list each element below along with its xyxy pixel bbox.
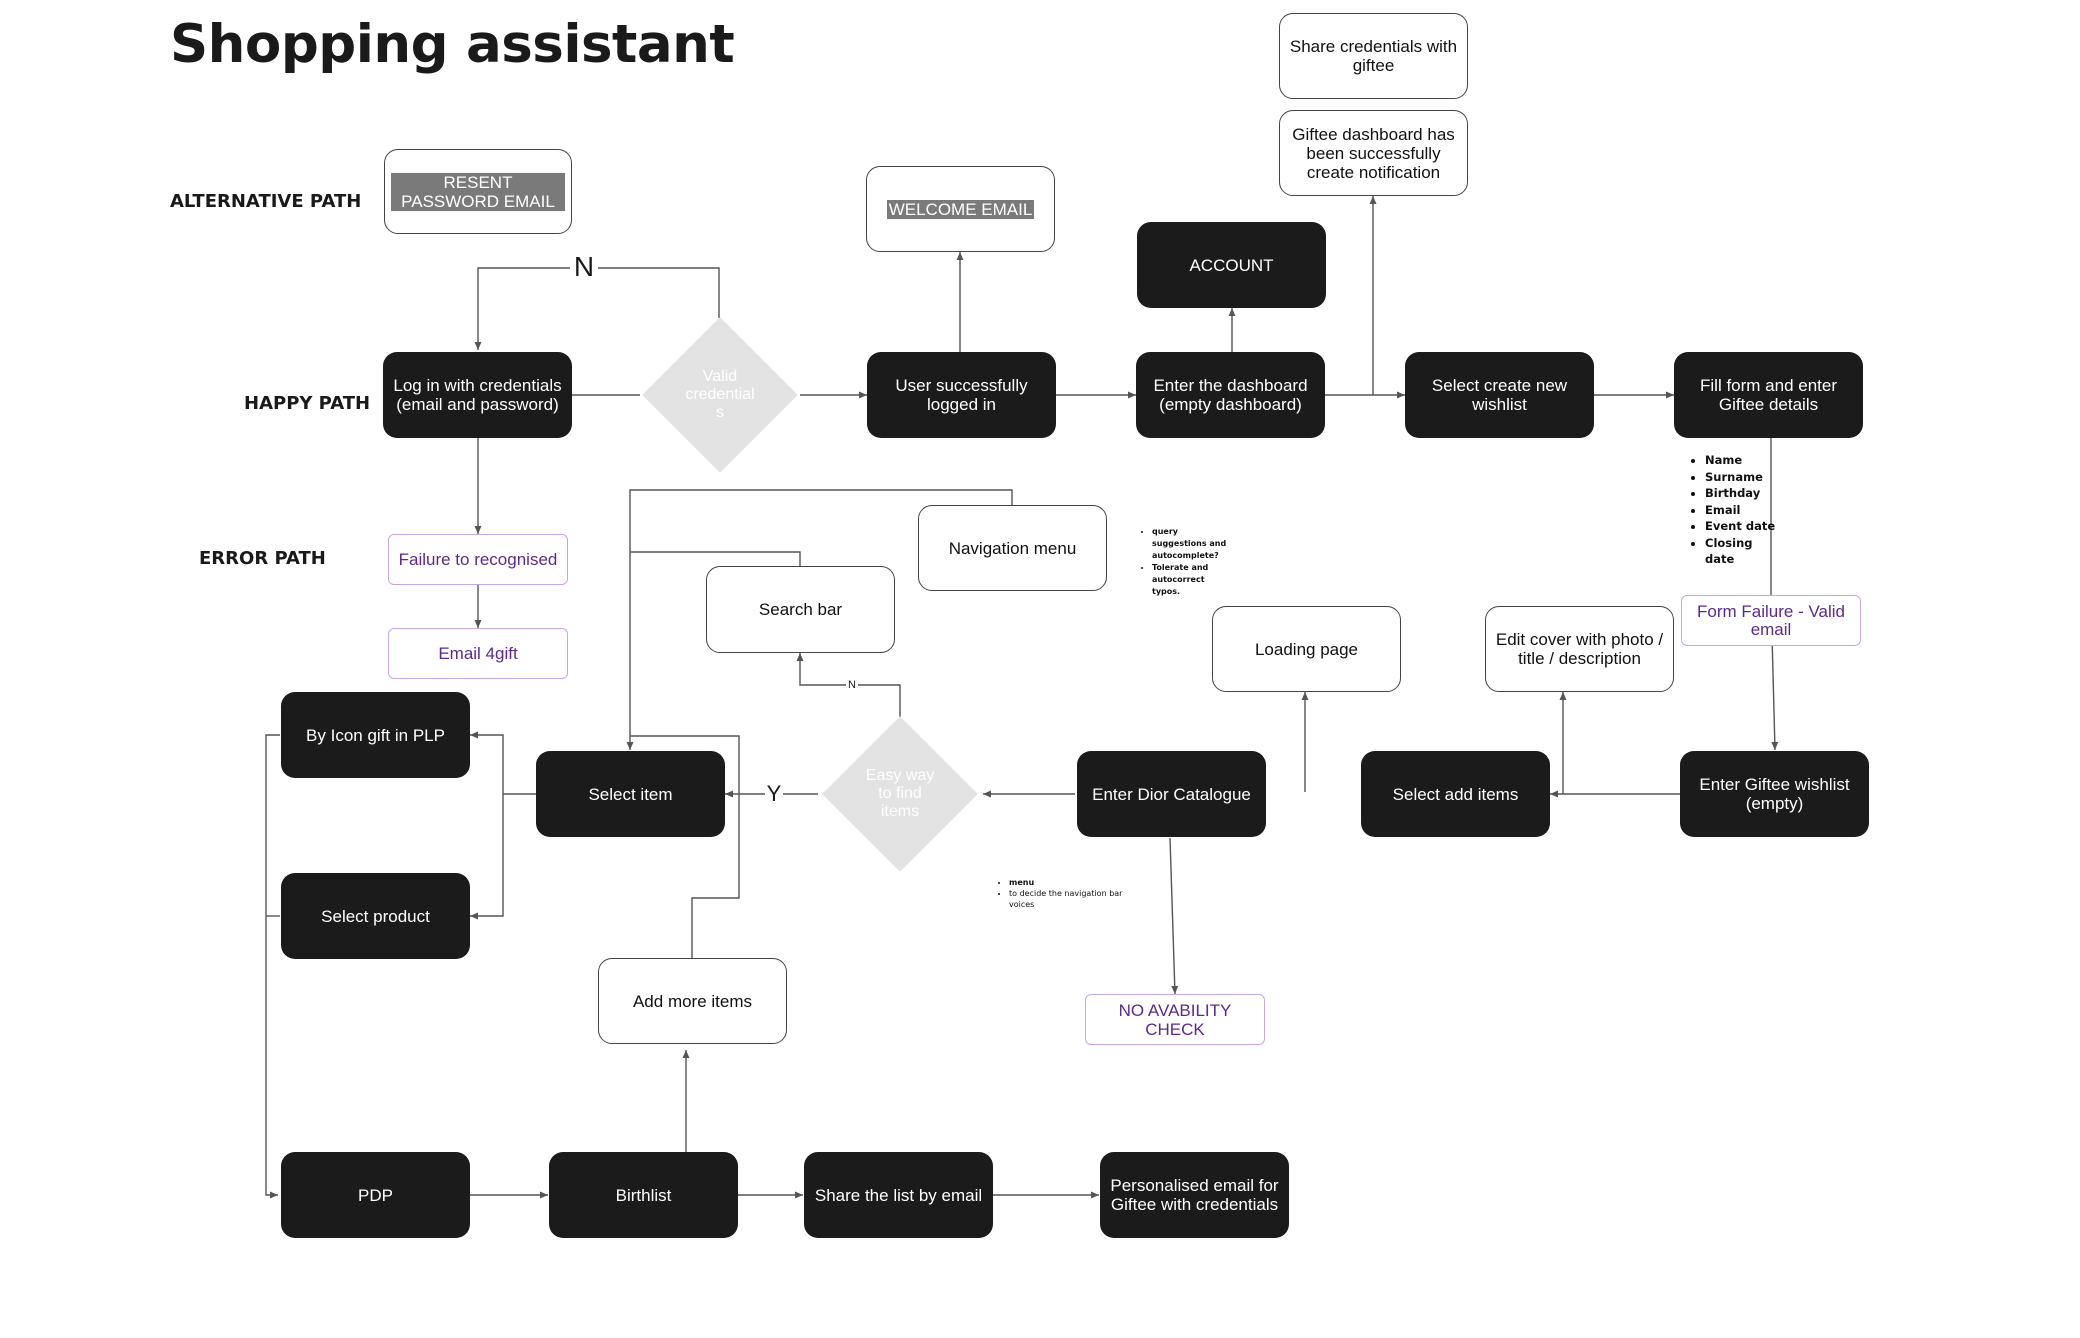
edge-add-more-to-select-item [630,735,740,958]
note-item: menu [1009,877,1139,888]
edge-label-n-top: N [570,251,598,283]
node-label: Enter Dior Catalogue [1092,784,1251,804]
node-label: RESENT PASSWORD EMAIL [391,172,565,211]
node-easy-way-label: Easy way to find items [865,767,935,820]
node-enter-dior-catalogue[interactable]: Enter Dior Catalogue [1077,751,1266,837]
edge-search-to-select-item [630,551,801,566]
note-item: query suggestions and autocomplete? [1152,526,1232,562]
node-label: Navigation menu [948,538,1077,558]
lane-label-alternative: ALTERNATIVE PATH [170,191,362,212]
node-label: Enter Giftee wishlist (empty) [1699,775,1850,813]
node-select-item[interactable]: Select item [536,751,725,837]
edge-by-icon-spine [265,734,280,1199]
node-birthlist[interactable]: Birthlist [549,1152,738,1238]
note-item: Event date [1705,518,1785,535]
form-fields-notes: Name Surname Birthday Email Event date C… [1693,452,1785,568]
note-item: Birthday [1705,485,1785,502]
node-fill-form[interactable]: Fill form and enter Giftee details [1674,352,1863,438]
edge-label-y: Y [765,781,783,807]
node-label: Birthlist [615,1185,672,1205]
node-log-in[interactable]: Log in with credentials (email and passw… [383,352,572,438]
node-label: Form Failure - Valid email [1697,601,1845,639]
node-form-failure[interactable]: Form Failure - Valid email [1681,595,1861,646]
node-label: NO AVABILITY CHECK [1118,1000,1232,1039]
note-item: Name [1705,452,1785,469]
node-label: Enter the dashboard (empty dashboard) [1153,376,1308,414]
edge-diamond-no-loop [474,267,720,350]
node-share-list-email[interactable]: Share the list by email [804,1152,993,1238]
node-loading-page[interactable]: Loading page [1212,606,1401,692]
node-label: WELCOME EMAIL [886,199,1035,219]
node-pdp[interactable]: PDP [281,1152,470,1238]
lane-label-error: ERROR PATH [199,548,326,569]
note-item: Tolerate and autocorrect typos. [1152,562,1232,598]
node-label: Edit cover with photo / title / descript… [1495,630,1664,668]
edge-to-by-icon [470,731,504,794]
node-welcome-email[interactable]: WELCOME EMAIL [866,166,1055,252]
edge-label-n-small: N [846,679,858,692]
edge-to-select-product [470,794,504,920]
menu-notes: menu to decide the navigation bar voices [997,877,1139,910]
node-label: User successfully logged in [895,376,1028,414]
node-select-product[interactable]: Select product [281,873,470,959]
node-label: Select create new wishlist [1431,376,1568,414]
page-title: Shopping assistant [170,14,735,75]
node-navigation-menu[interactable]: Navigation menu [918,505,1107,591]
note-item: Email [1705,502,1785,519]
edge-nav-to-select-item [626,489,1013,750]
node-label: Log in with credentials (email and passw… [393,376,562,414]
node-label: Personalised email for Giftee with crede… [1110,1176,1279,1214]
node-by-icon-gift[interactable]: By Icon gift in PLP [281,692,470,778]
node-label: Search bar [758,600,843,619]
edge-dior-to-no-availability [1169,837,1179,995]
node-failure-recognised[interactable]: Failure to recognised [388,534,568,585]
node-enter-giftee-wishlist[interactable]: Enter Giftee wishlist (empty) [1680,751,1869,837]
node-label: Select add items [1392,784,1519,804]
search-notes: query suggestions and autocomplete? Tole… [1140,526,1232,598]
node-enter-dashboard[interactable]: Enter the dashboard (empty dashboard) [1136,352,1325,438]
node-edit-cover[interactable]: Edit cover with photo / title / descript… [1485,606,1674,692]
node-label: Email 4gift [438,644,518,663]
node-add-more-items[interactable]: Add more items [598,958,787,1044]
node-label: ACCOUNT [1189,255,1274,275]
node-resent-password-email[interactable]: RESENT PASSWORD EMAIL [384,149,572,234]
node-label: By Icon gift in PLP [306,725,445,745]
node-label: Select product [321,906,430,926]
node-no-availability-check[interactable]: NO AVABILITY CHECK [1085,994,1265,1045]
node-email-4gift[interactable]: Email 4gift [388,628,568,679]
node-valid-credentials-label: Valid credential s [685,368,755,421]
node-select-create-wishlist[interactable]: Select create new wishlist [1405,352,1594,438]
node-label: Add more items [632,991,753,1011]
note-item: to decide the navigation bar voices [1009,888,1139,910]
lane-label-happy: HAPPY PATH [244,393,371,414]
node-label: PDP [358,1185,393,1205]
node-label: Giftee dashboard has been successfully c… [1292,124,1455,182]
node-select-add-items[interactable]: Select add items [1361,751,1550,837]
node-label: Select item [588,784,673,804]
node-label: Share the list by email [814,1185,983,1205]
node-giftee-notification[interactable]: Giftee dashboard has been successfully c… [1279,110,1468,196]
node-label: Loading page [1254,639,1359,659]
note-item: Surname [1705,469,1785,486]
node-account[interactable]: ACCOUNT [1137,222,1326,308]
node-user-logged-in[interactable]: User successfully logged in [867,352,1056,438]
node-label: Share credentials with giftee [1289,37,1458,75]
node-search-bar[interactable]: Search bar [706,566,895,653]
node-personalised-email[interactable]: Personalised email for Giftee with crede… [1100,1152,1289,1238]
node-label: Fill form and enter Giftee details [1700,376,1837,414]
node-share-credentials[interactable]: Share credentials with giftee [1279,13,1468,99]
note-item: Closing date [1705,535,1785,568]
node-label: Failure to recognised [398,550,558,569]
